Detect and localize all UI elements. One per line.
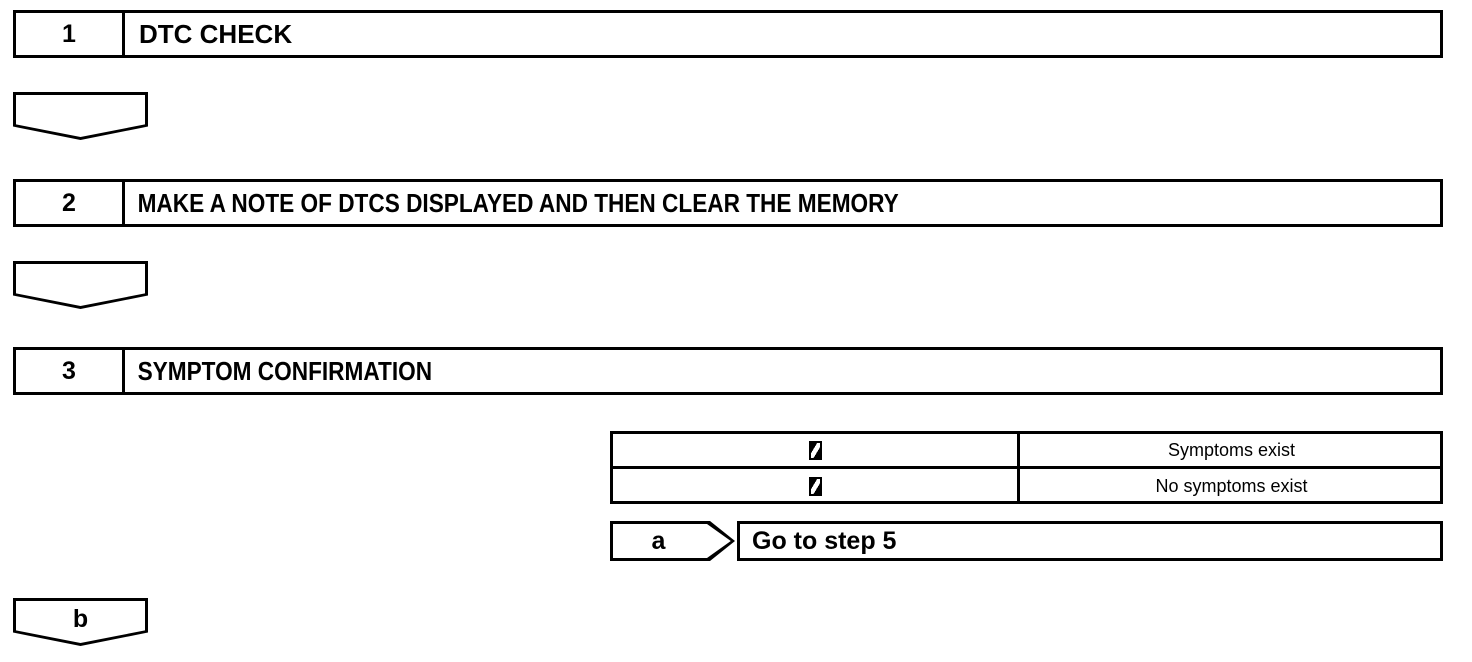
missing-glyph-icon	[808, 440, 822, 460]
step-number-3: 3	[16, 350, 125, 392]
result-symbol-cell-2	[613, 469, 1020, 504]
step-number-2: 2	[16, 182, 125, 224]
step-title-2: MAKE A NOTE OF DTCS DISPLAYED AND THEN C…	[137, 187, 899, 218]
result-description-2: No symptoms exist	[1155, 476, 1308, 496]
flow-connector-1-label	[16, 95, 145, 137]
table-row: Symptoms exist	[613, 434, 1440, 469]
result-description-1: Symptoms exist	[1167, 439, 1296, 460]
step-row-2: 2 MAKE A NOTE OF DTCS DISPLAYED AND THEN…	[13, 179, 1443, 227]
step-row-1: 1 DTC CHECK	[13, 10, 1443, 58]
missing-glyph-icon	[808, 477, 822, 496]
branch-tag-a-label: a	[613, 524, 731, 558]
branch-tag-b-label: b	[16, 601, 145, 643]
branch-tag-a: a	[610, 521, 735, 561]
flow-connector-1	[13, 92, 148, 140]
branch-action-a[interactable]: Go to step 5	[737, 521, 1443, 561]
step-title-3: SYMPTOM CONFIRMATION	[137, 355, 433, 386]
result-symbol-cell-1	[613, 434, 1020, 466]
branch-action-a-label: Go to step 5	[752, 526, 897, 555]
branch-tag-b: b	[13, 598, 148, 646]
flow-connector-2	[13, 261, 148, 309]
flow-connector-2-label	[16, 264, 145, 306]
symptom-result-table: Symptoms exist No symptoms exist	[610, 431, 1443, 504]
table-row: No symptoms exist	[613, 469, 1440, 504]
step-title-1: DTC CHECK	[139, 18, 293, 49]
step-row-3: 3 SYMPTOM CONFIRMATION	[13, 347, 1443, 395]
step-number-1: 1	[16, 13, 125, 55]
